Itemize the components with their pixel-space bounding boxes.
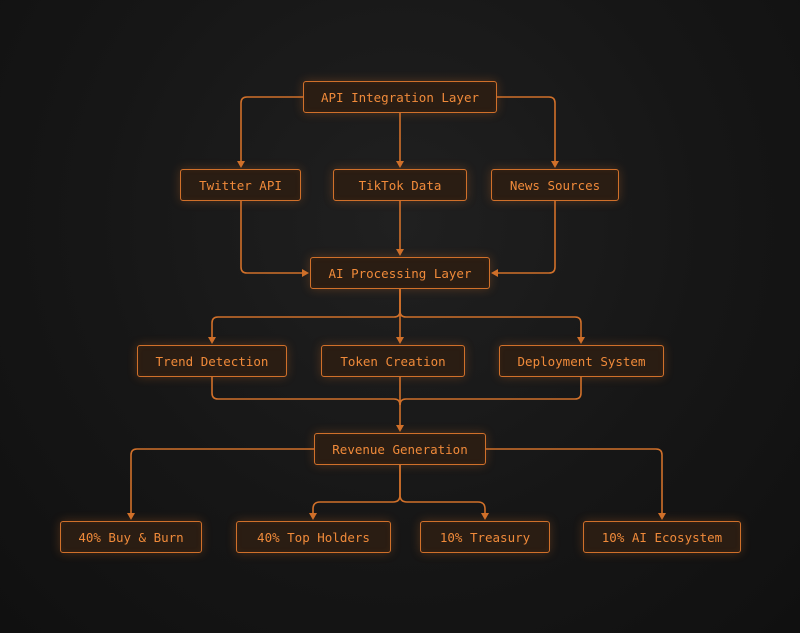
- node-label: Twitter API: [199, 177, 282, 193]
- node-label: Revenue Generation: [332, 441, 468, 457]
- edge-trend-to-revenue: [211, 377, 401, 406]
- node-treasury: 10% Treasury: [420, 521, 550, 553]
- edge-revenue-to-holders: [312, 465, 401, 513]
- node-label: Deployment System: [517, 353, 646, 369]
- arrowhead-trend: [208, 337, 216, 344]
- node-label: AI Processing Layer: [328, 265, 472, 281]
- edge-revenue-to-buyburn: [130, 448, 314, 513]
- arrowhead-treasury: [481, 513, 489, 520]
- node-token-creation: Token Creation: [321, 345, 465, 377]
- arrowhead-ecosystem: [658, 513, 666, 520]
- edge-ai-to-deploy: [399, 289, 582, 337]
- node-ai-ecosystem: 10% AI Ecosystem: [583, 521, 741, 553]
- edge-ai-to-trend: [211, 289, 401, 337]
- node-label: Trend Detection: [155, 353, 269, 369]
- arrowhead-ai-right: [491, 269, 498, 277]
- edge-revenue-to-ecosystem: [486, 448, 663, 513]
- node-label: 40% Top Holders: [257, 529, 370, 545]
- node-label: Token Creation: [340, 353, 446, 369]
- edge-deploy-to-revenue: [399, 377, 582, 406]
- node-revenue-generation: Revenue Generation: [314, 433, 486, 465]
- arrowhead-token: [396, 337, 404, 344]
- node-label: 10% Treasury: [439, 529, 531, 545]
- edge-twitter-to-ai: [240, 201, 302, 274]
- node-trend-detection: Trend Detection: [137, 345, 287, 377]
- node-label: 10% AI Ecosystem: [601, 529, 723, 545]
- node-deployment-system: Deployment System: [499, 345, 664, 377]
- node-tiktok-data: TikTok Data: [333, 169, 467, 201]
- node-label: API Integration Layer: [320, 89, 480, 105]
- arrowhead-deploy: [577, 337, 585, 344]
- node-buy-and-burn: 40% Buy & Burn: [60, 521, 202, 553]
- edge-news-to-ai: [498, 201, 556, 274]
- arrowhead-ai-left: [302, 269, 309, 277]
- edge-api-to-twitter: [240, 96, 303, 161]
- node-top-holders: 40% Top Holders: [236, 521, 391, 553]
- arrowhead-holders: [309, 513, 317, 520]
- arrowhead-buyburn: [127, 513, 135, 520]
- node-api-integration-layer: API Integration Layer: [303, 81, 497, 113]
- node-ai-processing-layer: AI Processing Layer: [310, 257, 490, 289]
- arrowhead-ai-top: [396, 249, 404, 256]
- node-label: 40% Buy & Burn: [78, 529, 184, 545]
- edge-revenue-to-treasury: [399, 465, 486, 513]
- arrowhead-revenue: [396, 425, 404, 432]
- node-label: News Sources: [509, 177, 601, 193]
- node-twitter-api: Twitter API: [180, 169, 301, 201]
- arrowhead-twitter: [237, 161, 245, 168]
- edge-api-to-news: [497, 96, 556, 161]
- arrowhead-news: [551, 161, 559, 168]
- node-news-sources: News Sources: [491, 169, 619, 201]
- arrowhead-tiktok: [396, 161, 404, 168]
- node-label: TikTok Data: [358, 177, 442, 193]
